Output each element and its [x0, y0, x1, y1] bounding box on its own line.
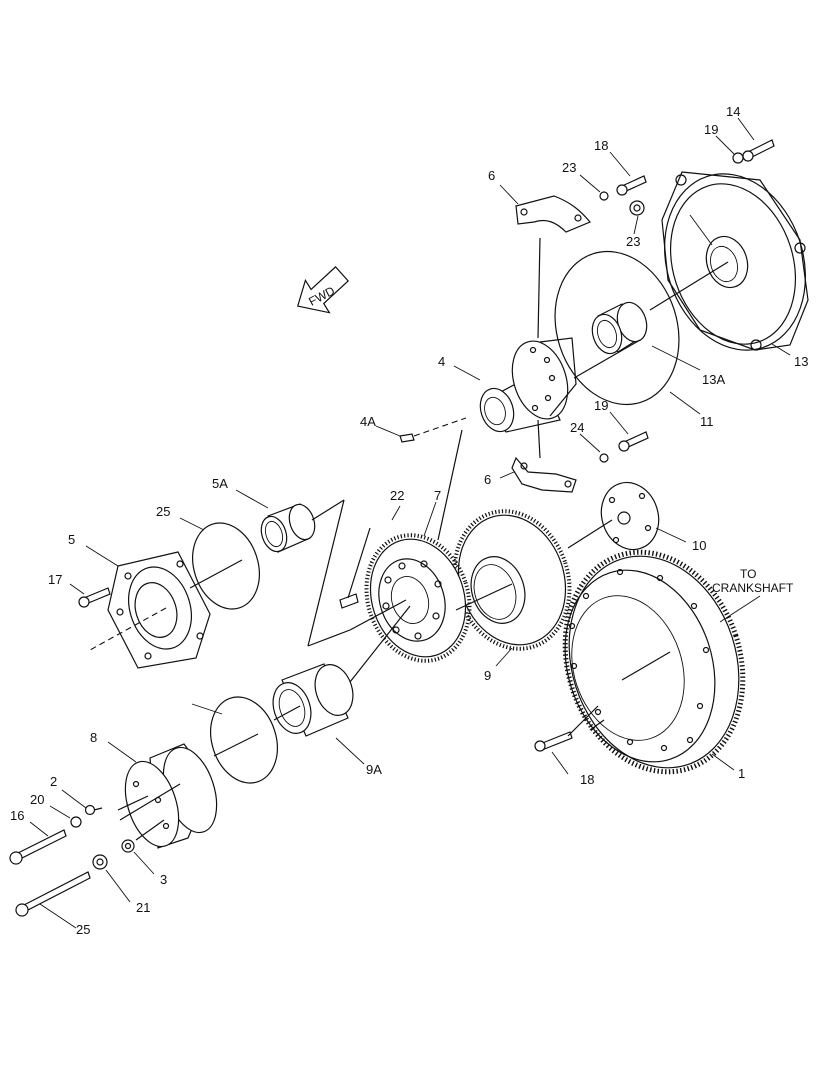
callout-1: 1: [738, 766, 745, 781]
callout-17: 18: [580, 772, 594, 787]
crankshaft-note-line1: TO: [740, 567, 756, 581]
part-23-washer-upper: [599, 191, 609, 201]
callout-5a: 5A: [212, 476, 228, 491]
part-11-gasket: [554, 250, 680, 406]
callout-14: 14: [726, 104, 740, 119]
part-16-bolt: [9, 829, 67, 865]
callout-24: 25: [76, 922, 90, 937]
callout-labels: 14 19 18 23 6 23 13 13A 11 19 24 4 4A 6 …: [10, 104, 808, 937]
callout-20: 21: [136, 900, 150, 915]
part-13-housing: [661, 171, 809, 351]
leader-lines: [29, 117, 791, 929]
crankshaft-note-line2: CRANKSHAFT: [712, 581, 794, 595]
callout-13a: 13A: [702, 372, 725, 387]
part-24-bolt: [15, 871, 91, 917]
callout-15: 17: [48, 572, 62, 587]
callout-9: 9: [484, 668, 491, 683]
part-3-washer: [121, 839, 135, 853]
part-19-washer-upper: [732, 152, 744, 164]
callout-18-lower: 19: [594, 398, 608, 413]
part-4a-pin: [399, 433, 415, 443]
part-18-upper-bolt: [616, 175, 647, 196]
callout-11: 11: [700, 414, 714, 429]
callout-7: 7: [434, 488, 441, 503]
assembly-lines: [89, 237, 729, 841]
callout-2: 2: [50, 774, 57, 789]
forward-direction-arrow: FWD: [296, 266, 349, 314]
part-19-washer-lower: [70, 816, 82, 828]
callout-22: 23: [626, 234, 640, 249]
callout-10: 10: [692, 538, 706, 553]
part-20-washer: [92, 854, 108, 870]
part-23-washer-lower: [599, 453, 609, 463]
part-10-thrust-plate: [600, 481, 660, 551]
part-9a-bushing: [272, 663, 354, 737]
callout-23-lower: 24: [570, 420, 584, 435]
part-21-dowel: [339, 593, 359, 609]
part-25-seal-upper: [192, 522, 260, 610]
callout-6-upper: 6: [488, 168, 495, 183]
callout-5: 5: [68, 532, 75, 547]
part-18-lower-bolt: [618, 431, 649, 452]
callout-4a: 4A: [360, 414, 376, 429]
part-15-bolt: [78, 587, 111, 608]
part-6-upper-retainer: [515, 195, 591, 233]
part-5-bearing-plate: [107, 551, 211, 669]
part-4-shaft-hub: [479, 337, 577, 433]
callout-6-lower: 6: [484, 472, 491, 487]
crankshaft-note: TO CRANKSHAFT: [712, 567, 794, 623]
part-7-cam-gear: [364, 533, 472, 663]
callout-8: 8: [90, 730, 97, 745]
callout-3: 3: [160, 872, 167, 887]
part-17-bolt: [534, 731, 573, 752]
callout-9a: 9A: [366, 762, 382, 777]
part-8-hub: [124, 743, 218, 849]
part-25-seal-lower: [210, 696, 278, 784]
callout-16: 16: [10, 808, 24, 823]
callout-4: 4: [438, 354, 445, 369]
part-13a-bushing: [591, 301, 648, 355]
part-2-washer: [84, 804, 96, 816]
part-6-lower-retainer: [511, 456, 577, 493]
callout-13: 13: [794, 354, 808, 369]
callout-19-lower: 20: [30, 792, 44, 807]
callout-23-upper: 23: [562, 160, 576, 175]
callout-21: 22: [390, 488, 404, 503]
part-14-bolt: [742, 139, 775, 162]
part-5a-bushing: [260, 503, 316, 553]
callout-18-upper: 18: [594, 138, 608, 153]
callout-25-upper: 25: [156, 504, 170, 519]
callout-19-upper: 19: [704, 122, 718, 137]
part-22-washer: [629, 200, 645, 216]
